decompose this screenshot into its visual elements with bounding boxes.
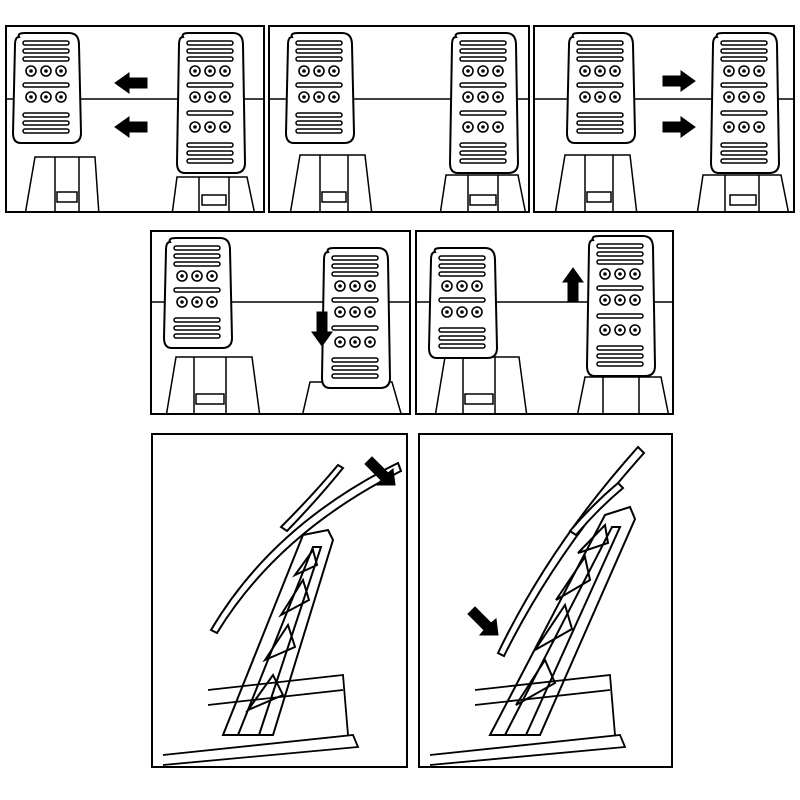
arrow-left-icon: [114, 116, 148, 138]
left-pedal-stand: [289, 154, 373, 211]
panel-spacing-default: [268, 25, 530, 213]
panel-spacing-closer: [5, 25, 265, 213]
right-pedal-stand: [577, 376, 669, 413]
panel-spacing-wider: [533, 25, 795, 213]
right-pedal-stand: [696, 174, 789, 211]
left-pedal-plate: [162, 237, 234, 349]
right-pedal-stand: [171, 176, 255, 211]
panel-height-lower: [150, 230, 411, 415]
arrow-right-icon: [662, 70, 696, 92]
left-pedal-plate: [565, 32, 637, 144]
panel-height-lower-drawing: [152, 237, 409, 413]
arrow-down-icon: [311, 311, 333, 347]
right-pedal-stand: [439, 174, 526, 211]
panel-spacing-closer-drawing: [7, 32, 263, 211]
right-pedal-plate: [448, 32, 520, 174]
arrow-right-icon: [662, 116, 696, 138]
panel-angle-tilt-top-drawing: [162, 456, 403, 766]
left-pedal-stand: [554, 154, 638, 211]
arrow-left-icon: [114, 72, 148, 94]
panel-angle-tilt-top: [151, 433, 408, 768]
left-pedal-stand: [165, 356, 261, 413]
arrow-down-right-icon: [467, 606, 499, 636]
pedal-face-plate: [496, 445, 646, 658]
right-pedal-plate: [320, 247, 392, 389]
left-pedal-stand: [24, 156, 100, 211]
left-pedal-plate: [427, 247, 499, 359]
pedal-face-plate: [209, 461, 403, 635]
right-pedal-plate: [585, 235, 657, 377]
left-pedal-plate: [11, 32, 83, 144]
right-pedal-plate: [175, 32, 247, 174]
panel-height-higher: [415, 230, 674, 415]
pedal-base: [162, 674, 360, 766]
panel-spacing-default-drawing: [270, 32, 528, 211]
pedal-arm-truss: [488, 505, 637, 736]
panel-angle-tilt-bottom-drawing: [429, 445, 646, 766]
right-pedal-plate: [709, 32, 781, 174]
panel-angle-tilt-bottom: [418, 433, 673, 768]
panel-spacing-wider-drawing: [535, 32, 793, 211]
left-pedal-stand: [434, 356, 528, 413]
pedal-arm-truss: [221, 528, 335, 736]
arrow-up-icon: [562, 267, 584, 303]
left-pedal-plate: [284, 32, 356, 144]
arrow-down-right-icon: [364, 456, 396, 486]
panel-height-higher-drawing: [417, 235, 672, 413]
